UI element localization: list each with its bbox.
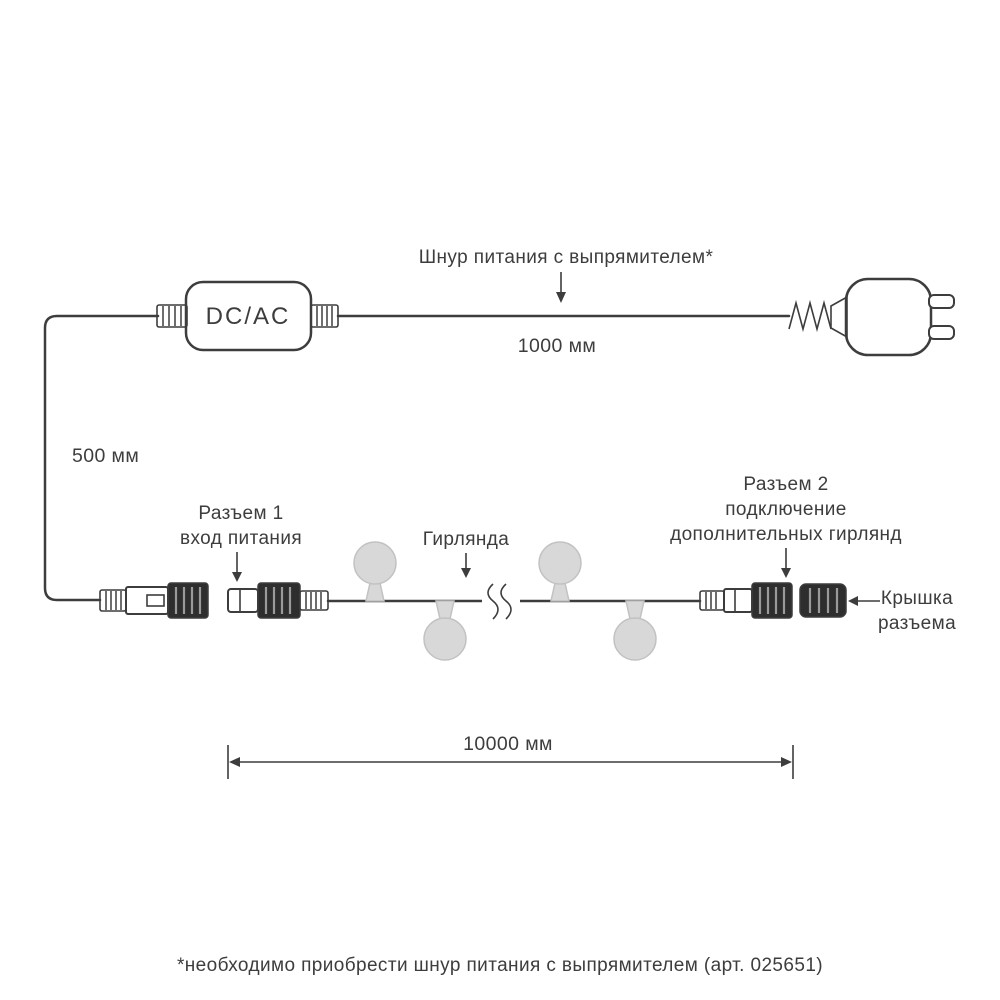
bulb-up-2 [538,541,582,602]
garland-dimension: 10000 мм [227,733,794,779]
power-plug [830,277,955,357]
bulb-down-1 [423,600,467,661]
power-cord-arrowhead [556,292,566,303]
drop-length-label: 500 мм [72,445,139,467]
bulb-down-2 [613,600,657,661]
connector1-label-line1: Разъем 1 [198,503,283,524]
power-cord-label: Шнур питания с выпрямителем* [419,247,714,268]
connector1-garland-side [227,582,329,619]
garland-assembly: Крышка разъема Разъем 1 вход питания Гир… [99,474,956,661]
dcac-converter-box: DC/AC [184,280,313,352]
bulb-up-1 [353,541,397,602]
connector2-label-line3: дополнительных гирлянд [670,524,902,545]
garland-arrowhead [461,568,471,578]
cap-label-line2: разъема [878,613,956,634]
connector1-arrowhead [232,572,242,582]
dcac-label: DC/AC [206,303,291,330]
power-cord-assembly: DC/AC Шнур питания с выпрямителем* 1000 … [43,247,955,602]
cable-gland-right [310,304,339,328]
connector2-label-line2: подключение [725,499,847,520]
footnote: *необходимо приобрести шнур питания с вы… [177,955,823,976]
cord-length-label: 1000 мм [518,335,596,357]
connector2-arrowhead [781,568,791,578]
connector1-power-side [99,582,209,619]
cap-label-line1: Крышка [881,588,953,609]
connector-cap [799,583,847,618]
connector2-label-line1: Разъем 2 [743,474,828,495]
power-wire [43,314,160,602]
connector1-label-line2: вход питания [180,528,302,549]
garland-label: Гирлянда [423,529,510,550]
cable-gland-left [156,304,188,328]
garland-length-label: 10000 мм [463,733,553,755]
cap-arrowhead [848,596,858,606]
strain-relief-zigzag [788,299,832,333]
connector2-garland-end [699,582,793,619]
length-break-mark [482,583,520,620]
